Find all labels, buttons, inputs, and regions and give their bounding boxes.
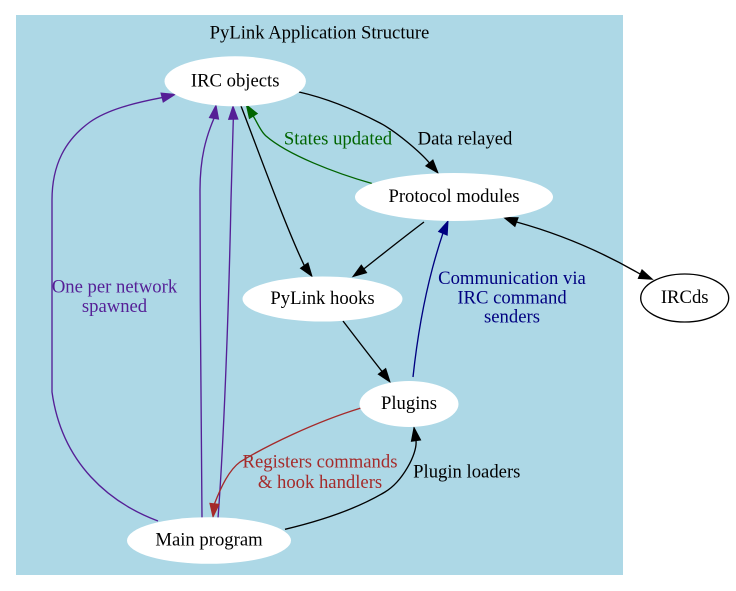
svg-text:spawned: spawned [82, 296, 148, 317]
svg-text:IRC command: IRC command [457, 287, 567, 308]
svg-text:Main program: Main program [155, 530, 263, 551]
svg-text:Communication via: Communication via [438, 268, 586, 289]
svg-text:Protocol modules: Protocol modules [388, 186, 519, 207]
svg-text:Plugin loaders: Plugin loaders [413, 462, 520, 483]
svg-text:States updated: States updated [284, 129, 393, 150]
svg-text:senders: senders [484, 307, 540, 328]
svg-text:IRCds: IRCds [661, 287, 709, 308]
svg-text:Plugins: Plugins [381, 393, 437, 414]
svg-text:Data relayed: Data relayed [418, 129, 513, 150]
svg-text:PyLink hooks: PyLink hooks [270, 288, 374, 309]
svg-text:One per network: One per network [52, 276, 178, 297]
svg-text:PyLink Application Structure: PyLink Application Structure [210, 23, 430, 44]
svg-text:Registers commands: Registers commands [243, 451, 398, 472]
svg-text:& hook handlers: & hook handlers [258, 472, 382, 493]
svg-text:IRC objects: IRC objects [191, 70, 280, 91]
